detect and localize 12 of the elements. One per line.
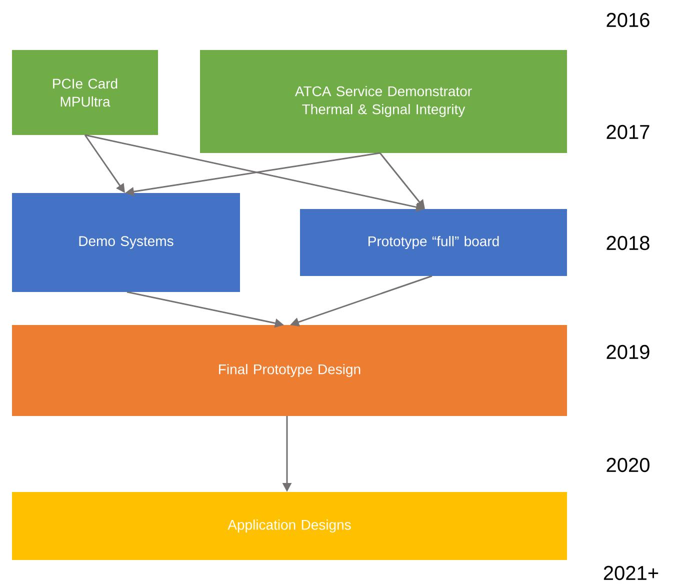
year-label: 2021+ xyxy=(604,566,658,580)
year-label: 2016 xyxy=(606,12,650,28)
process-box: Application Designs xyxy=(12,492,567,560)
process-box: Final Prototype Design xyxy=(12,325,567,416)
process-box: PCIe Card MPUltra xyxy=(12,50,158,135)
process-box: Prototype “full” board xyxy=(300,209,567,276)
year-label: 2020 xyxy=(606,458,650,472)
year-label: 2019 xyxy=(606,344,650,360)
process-box: ATCA Service Demonstrator Thermal & Signal Integrity xyxy=(200,50,567,153)
year-label: 2018 xyxy=(606,236,650,250)
year-label: 2017 xyxy=(606,124,650,140)
process-box: Demo Systems xyxy=(12,193,240,292)
